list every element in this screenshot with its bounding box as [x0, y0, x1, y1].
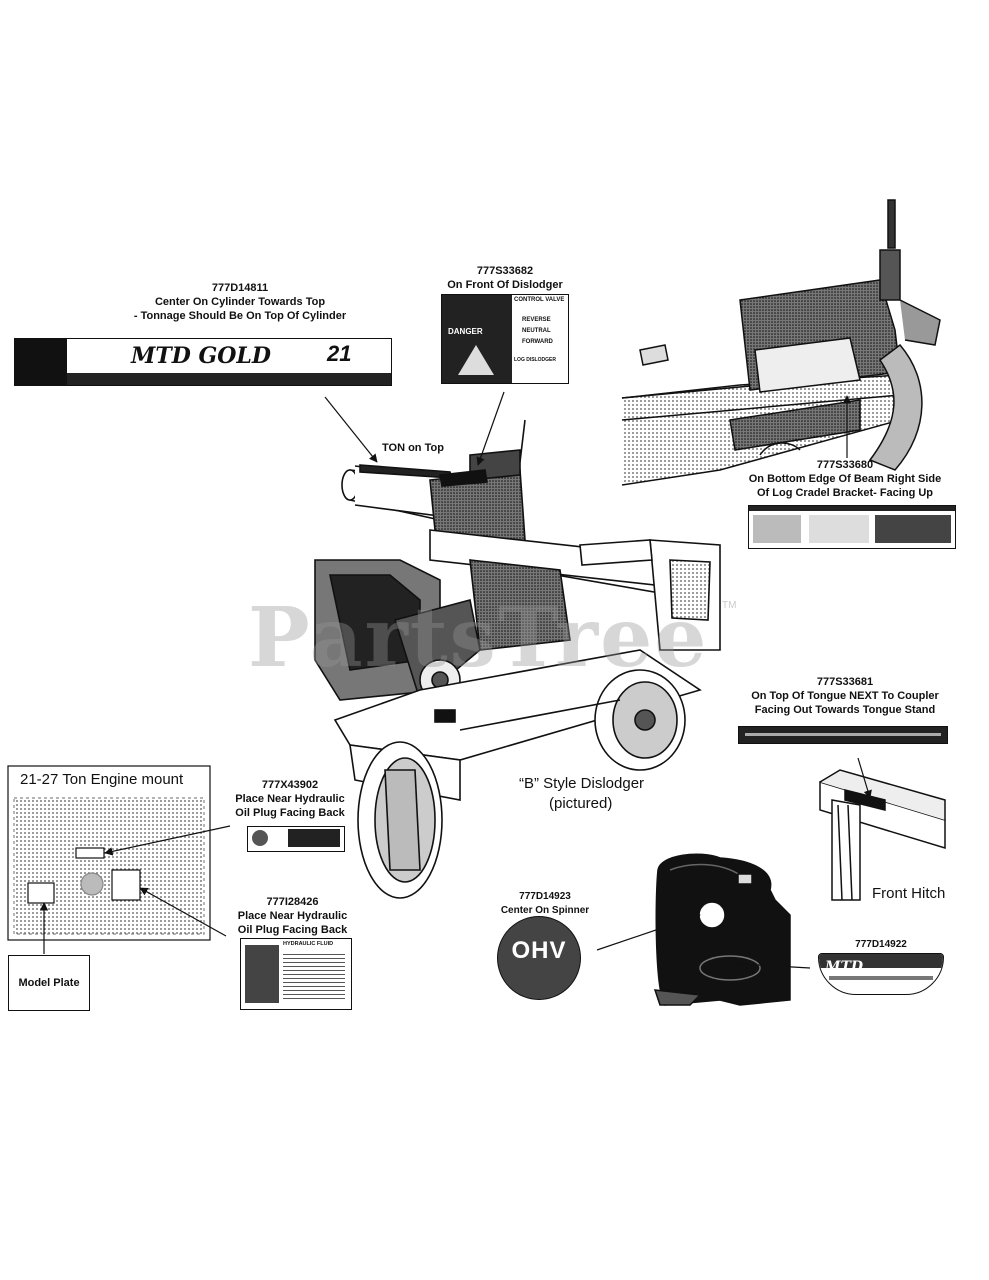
beam-closeup-drawing — [621, 199, 941, 486]
decal-777d14811: MTD GOLD 21 — [14, 338, 392, 386]
decal-text-lines — [283, 951, 345, 1001]
part-number: 777D14922 — [855, 939, 907, 950]
placement-line: Place Near Hydraulic — [235, 793, 345, 805]
log-splitter-drawing — [314, 419, 721, 899]
decal-icons-mid — [809, 515, 869, 543]
callout-arrow-i28426 — [139, 887, 227, 937]
callout-arrow-d14811 — [324, 396, 378, 463]
decal-reverse-text: REVERSE — [522, 317, 551, 323]
callout-label-x43902: 777X43902 Place Near Hydraulic Oil Plug … — [220, 778, 360, 820]
placement-line: Center On Spinner — [500, 905, 590, 916]
decal-777s33681 — [738, 726, 948, 744]
placement-line: Oil Plug Facing Back — [237, 924, 348, 936]
callout-label-d14922: 777D14922 — [836, 938, 926, 952]
decal-warning-panel — [875, 515, 951, 543]
decal-tonnage-text: 21 — [327, 341, 352, 366]
placement-line: On Front Of Dislodger — [447, 279, 563, 291]
decal-dark-panel — [288, 829, 340, 847]
front-hitch-drawing — [819, 769, 946, 901]
decal-control-valve-text: CONTROL VALVE — [514, 297, 565, 303]
decal-777d14922: MTD — [818, 953, 944, 995]
callout-label-s33681: 777S33681 On Top Of Tongue NEXT To Coupl… — [730, 675, 960, 717]
placement-line: On Top Of Tongue NEXT To Coupler — [751, 690, 939, 702]
decal-777s33682: DANGER CONTROL VALVE REVERSE NEUTRAL FOR… — [441, 294, 569, 384]
decal-dark-top — [819, 954, 943, 968]
engine-shroud-drawing — [653, 853, 791, 1006]
decal-black-end — [15, 339, 67, 385]
ton-on-top-note: TON on Top — [382, 442, 444, 454]
callout-label-d14811: 777D14811 Center On Cylinder Towards Top… — [80, 281, 400, 323]
placement-line: Oil Plug Facing Back — [235, 807, 345, 819]
decal-777d14923: OHV — [497, 916, 581, 1000]
watermark-trademark: TM — [722, 600, 737, 611]
decal-stripe — [829, 976, 933, 980]
decal-icons-left — [753, 515, 801, 543]
engine-mount-inset — [7, 765, 211, 941]
decal-warning-triangle — [458, 345, 494, 375]
part-number: 777S33681 — [816, 676, 874, 688]
decal-fluid-icon — [252, 830, 268, 846]
callout-arrow-d14923 — [596, 913, 701, 951]
placement-line: Place Near Hydraulic — [237, 910, 348, 922]
callout-label-i28426: 777I28426 Place Near Hydraulic Oil Plug … — [220, 895, 365, 937]
front-hitch-label: Front Hitch — [872, 885, 946, 902]
decal-777x43902 — [247, 826, 345, 852]
placement-line: Of Log Cradel Bracket- Facing Up — [756, 487, 934, 499]
part-number: 777D14811 — [211, 282, 269, 294]
decal-bottom-strip — [67, 373, 391, 385]
model-plate-label: Model Plate — [8, 955, 90, 1011]
placement-line: Center On Cylinder Towards Top — [154, 296, 326, 308]
dislodger-pictured-note: (pictured) — [549, 795, 613, 812]
part-number: 777D14923 — [519, 891, 571, 902]
decal-mtd-text: MTD — [825, 959, 864, 975]
decal-log-dislodger-text: LOG DISLODGER — [514, 357, 556, 363]
part-number: 777S33682 — [476, 265, 534, 277]
callout-arrow-d14922 — [721, 959, 811, 969]
decal-reservoir-graphic — [245, 945, 279, 1003]
decal-hydraulic-fluid-text: HYDRAULIC FLUID — [283, 941, 334, 947]
decal-777s33680 — [748, 505, 956, 549]
decal-mtd-gold-text: MTD GOLD — [131, 343, 271, 369]
decal-forward-text: FORWARD — [522, 339, 553, 345]
callout-arrow-s33682 — [476, 391, 505, 466]
watermark: PartsTree — [248, 590, 709, 686]
callout-label-s33680: 777S33680 On Bottom Edge Of Beam Right S… — [730, 458, 960, 500]
part-number: 777I28426 — [266, 896, 319, 908]
decal-text-strip — [745, 733, 941, 736]
callout-label-d14923: 777D14923 Center On Spinner — [480, 890, 610, 918]
part-number: 777S33680 — [816, 459, 874, 471]
callout-label-s33682: 777S33682 On Front Of Dislodger — [420, 264, 590, 292]
decal-danger-text: DANGER — [448, 327, 483, 336]
part-number: 777X43902 — [261, 779, 319, 791]
dislodger-style-note: “B” Style Dislodger — [519, 775, 645, 792]
placement-line: - Tonnage Should Be On Top Of Cylinder — [133, 310, 347, 322]
callout-arrow-x43902 — [104, 825, 231, 856]
decal-ohv-text: OHV — [511, 937, 567, 964]
engine-mount-title: 21-27 Ton Engine mount — [20, 771, 184, 788]
decal-neutral-text: NEUTRAL — [522, 328, 551, 334]
decal-top-bar — [749, 506, 955, 511]
callout-arrow-s33681 — [857, 757, 872, 799]
decal-777i28426: HYDRAULIC FLUID — [240, 938, 352, 1010]
placement-line: Facing Out Towards Tongue Stand — [754, 704, 936, 716]
placement-line: On Bottom Edge Of Beam Right Side — [748, 473, 942, 485]
